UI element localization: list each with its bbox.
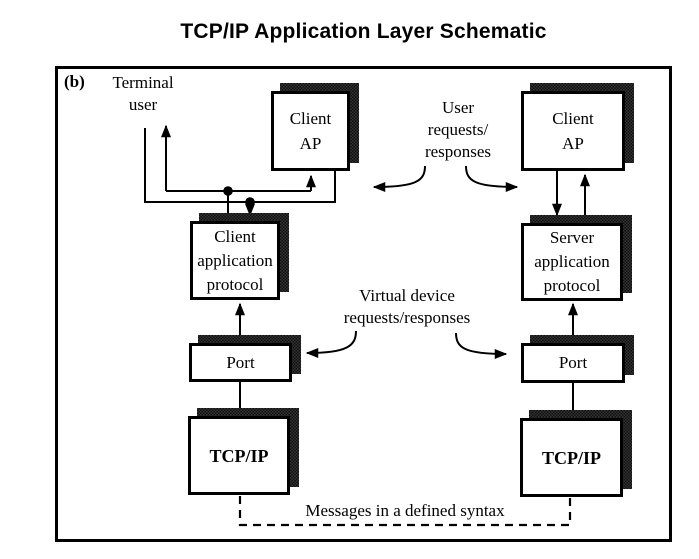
client-protocol-line3: protocol [206,274,264,294]
client-protocol-line1: Client [214,226,256,246]
tcpip-right-label: TCP/IP [541,447,601,468]
arrow-virtual-device-right [455,332,508,359]
box-tcpip-left: TCP/IP [188,408,299,495]
wire-message-syntax-dashed [238,496,572,527]
box-port-right: Port [521,335,634,383]
port-left-label: Port [226,352,255,372]
user-requests-line3: responses [424,142,492,161]
user-requests-line2: requests/ [427,120,489,139]
page-title: TCP/IP Application Layer Schematic [180,20,547,43]
virtual-device-line1: Virtual device [359,286,455,305]
arrow-user-requests-left [372,165,426,192]
virtual-device-line2: requests/responses [343,308,471,327]
diagram-frame: (b) Terminal user [55,66,672,542]
box-client-ap-right: Client AP [521,83,634,171]
user-requests-label: User requests/ responses [398,97,518,163]
box-server-application-protocol: Server application protocol [521,215,632,301]
terminal-user-line1: Terminal [112,73,174,92]
port-right-label: Port [558,353,588,372]
box-client-ap-left: Client AP [271,83,359,171]
client-ap-right-line2: AP [562,134,584,153]
client-protocol-line2: application [197,250,273,270]
terminal-user-label: Terminal user [88,72,198,116]
virtual-device-label: Virtual device requests/responses [322,285,492,329]
server-protocol-line2: application [534,252,610,271]
junction-dot [223,186,233,196]
client-ap-right-line1: Client [552,109,594,128]
messages-syntax-label: Messages in a defined syntax [305,501,505,520]
box-client-application-protocol: Client application protocol [190,213,289,300]
tcpip-left-label: TCP/IP [209,445,269,466]
terminal-user-line2: user [128,95,158,114]
arrow-virtual-device-left [305,330,357,358]
box-tcpip-right: TCP/IP [520,410,632,497]
box-port-left: Port [189,335,301,382]
arrow-user-requests-right [465,165,519,192]
figure-label: (b) [64,72,85,91]
server-protocol-line1: Server [549,228,595,247]
wire-terminal-to-clientap [144,128,336,203]
server-protocol-line3: protocol [543,276,601,295]
client-ap-left-line1: Client [289,109,332,128]
user-requests-line1: User [441,98,475,117]
client-ap-left-line2: AP [299,134,322,153]
